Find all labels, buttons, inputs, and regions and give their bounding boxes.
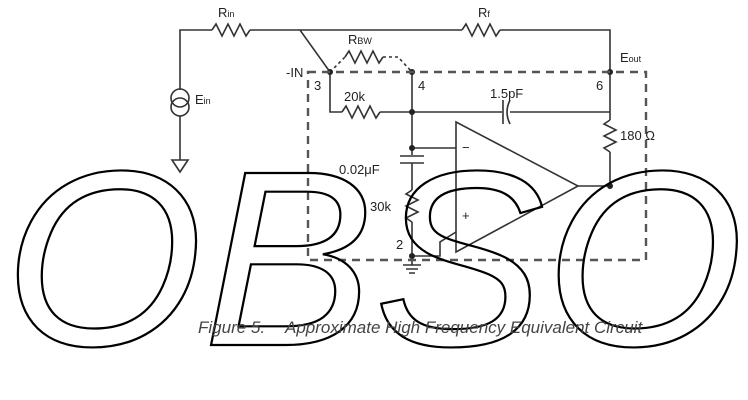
- label-rin: Rin: [218, 5, 234, 20]
- resistor-30k: [404, 189, 420, 223]
- label-180: 180 Ω: [620, 128, 655, 143]
- op-amp: [455, 120, 580, 254]
- label-1p5pf: 1.5pF: [490, 86, 523, 101]
- node-2: [409, 253, 415, 259]
- caption-title: Approximate High Frequency Equivalent Ci…: [284, 318, 643, 337]
- ground-pin2: [403, 264, 421, 274]
- label-0p02uf: 0.02μF: [339, 162, 380, 177]
- package-boundary: [306, 70, 648, 262]
- label-pin4: 4: [418, 78, 425, 93]
- label-rf: Rf: [478, 5, 490, 20]
- capacitor-1p5pf: [502, 99, 511, 125]
- label-pin2: 2: [396, 237, 403, 252]
- resistor-20k: [341, 104, 381, 120]
- obsolete-watermark: OBSO: [4, 119, 744, 398]
- op-amp-plus: +: [462, 208, 470, 223]
- label-minus-in: -IN: [286, 65, 303, 80]
- label-20k: 20k: [344, 89, 365, 104]
- op-amp-minus: −: [462, 140, 470, 155]
- resistor-rbw: [344, 49, 384, 65]
- label-ein: Ein: [195, 92, 211, 107]
- label-pin3: 3: [314, 78, 321, 93]
- caption-number: Figure 5.: [198, 318, 265, 337]
- source-ein: [170, 88, 190, 108]
- ground-left: [170, 159, 190, 174]
- label-pin6: 6: [596, 78, 603, 93]
- label-rbw: RBW: [348, 32, 372, 47]
- label-30k: 30k: [370, 199, 391, 214]
- label-eout: Eout: [620, 50, 642, 65]
- resistor-rin: [211, 22, 251, 38]
- resistor-rf: [461, 22, 501, 38]
- resistor-180: [602, 119, 618, 153]
